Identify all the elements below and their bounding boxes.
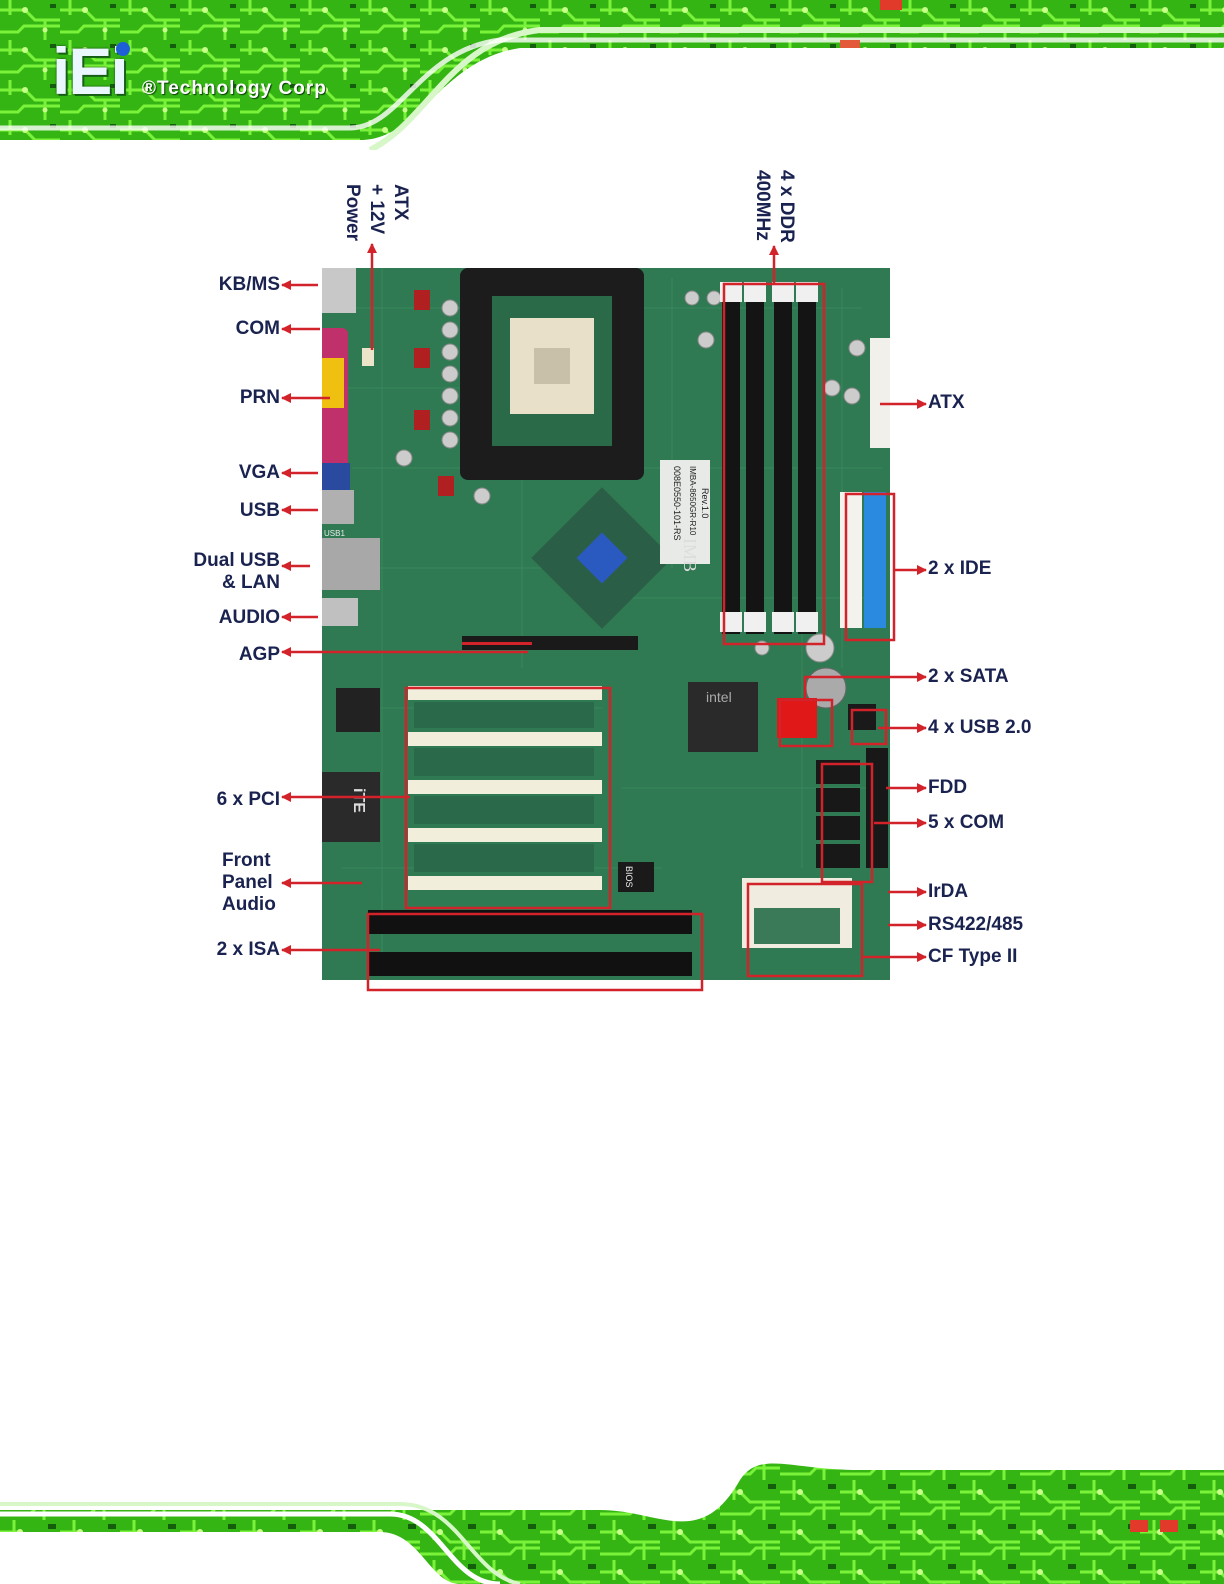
label-kb-ms: KB/MS xyxy=(212,274,280,296)
highlight-sata xyxy=(780,700,832,746)
label-atx-12v-power: ATX + 12V Power xyxy=(340,184,412,254)
label-audio: AUDIO xyxy=(196,607,280,629)
label-fdd: FDD xyxy=(928,777,967,799)
label-sata: 2 x SATA xyxy=(928,666,1009,688)
label-prn: PRN xyxy=(212,387,280,409)
label-usb20: 4 x USB 2.0 xyxy=(928,717,1032,739)
label-vga: VGA xyxy=(212,462,280,484)
label-isa: 2 x ISA xyxy=(196,939,280,961)
label-usb: USB xyxy=(212,500,280,522)
label-com5: 5 x COM xyxy=(928,812,1004,834)
highlight-ide xyxy=(846,494,894,640)
footer-banner xyxy=(0,1440,1224,1584)
label-front-panel-audio: Front Panel Audio xyxy=(222,850,292,916)
arrow-sata xyxy=(805,677,926,700)
label-ddr: 4 x DDR 400MHz xyxy=(750,170,798,246)
label-com: COM xyxy=(212,318,280,340)
label-rs422: RS422/485 xyxy=(928,914,1023,936)
highlight-pci xyxy=(406,688,610,908)
label-irda: IrDA xyxy=(928,881,968,903)
highlight-cf xyxy=(748,884,862,976)
label-agp: AGP xyxy=(212,644,280,666)
highlight-ddr xyxy=(724,284,824,644)
label-cf: CF Type II xyxy=(928,946,1017,968)
label-ide: 2 x IDE xyxy=(928,558,991,580)
label-pci: 6 x PCI xyxy=(196,789,280,811)
highlight-com xyxy=(822,764,872,882)
label-atx: ATX xyxy=(928,392,965,414)
label-dual-usb-lan: Dual USB & LAN xyxy=(176,550,280,594)
highlight-isa xyxy=(368,914,702,990)
